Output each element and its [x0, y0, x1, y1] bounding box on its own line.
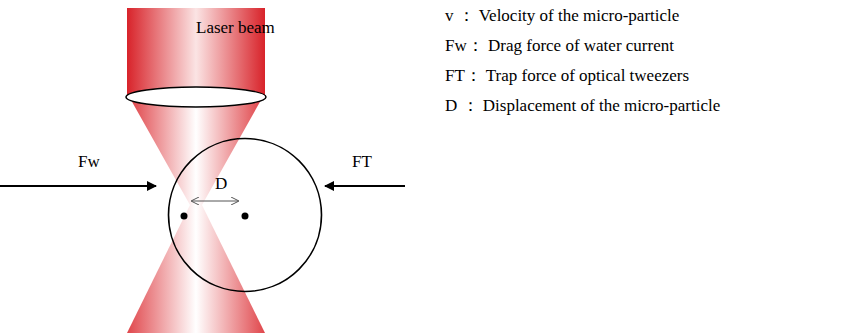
- diverging-cone: [127, 205, 265, 333]
- legend-line: D ： Displacement of the micro-particle: [445, 96, 720, 116]
- particle-outline: [167, 137, 323, 293]
- legend-line: Fw： Drag force of water current: [445, 36, 674, 56]
- drag-force-arrow: [0, 185, 156, 187]
- micro-particle-circle: D: [167, 137, 323, 293]
- legend-line: v ： Velocity of the micro-particle: [445, 6, 679, 26]
- laser-beam-box: Laser beam: [127, 8, 265, 98]
- force-label: FT: [352, 152, 372, 172]
- lens: [126, 87, 266, 107]
- converging-cone: [131, 100, 261, 205]
- beam-label: Laser beam: [196, 18, 275, 38]
- displacement-label: D: [215, 174, 227, 194]
- displacement-arrow: [192, 201, 238, 202]
- force-label: Fw: [78, 152, 100, 172]
- trap-force-arrow: [325, 185, 405, 187]
- legend-line: FT： Trap force of optical tweezers: [445, 66, 689, 86]
